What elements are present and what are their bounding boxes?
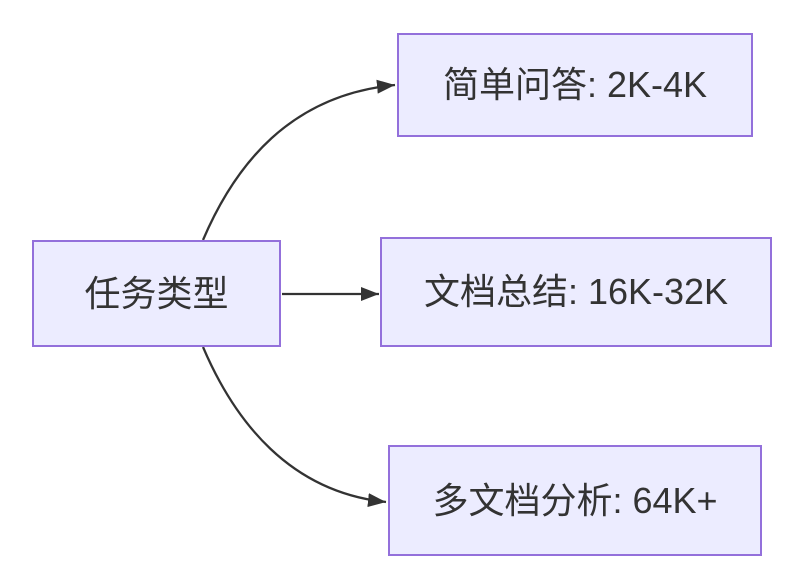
- node-task-type: 任务类型: [32, 240, 281, 347]
- node-doc-summary-label: 文档总结: 16K-32K: [423, 271, 729, 312]
- node-task-type-label: 任务类型: [84, 272, 229, 314]
- edge-root-to-simple-qa: [201, 79, 396, 241]
- node-doc-summary: 文档总结: 16K-32K: [380, 237, 772, 347]
- node-multi-doc-analysis: 多文档分析: 64K+: [388, 445, 762, 556]
- edge-root-to-multi-doc: [201, 346, 387, 508]
- node-simple-qa-label: 简单问答: 2K-4K: [442, 64, 708, 105]
- node-multi-doc-analysis-label: 多文档分析: 64K+: [432, 479, 718, 521]
- node-simple-qa: 简单问答: 2K-4K: [397, 33, 753, 137]
